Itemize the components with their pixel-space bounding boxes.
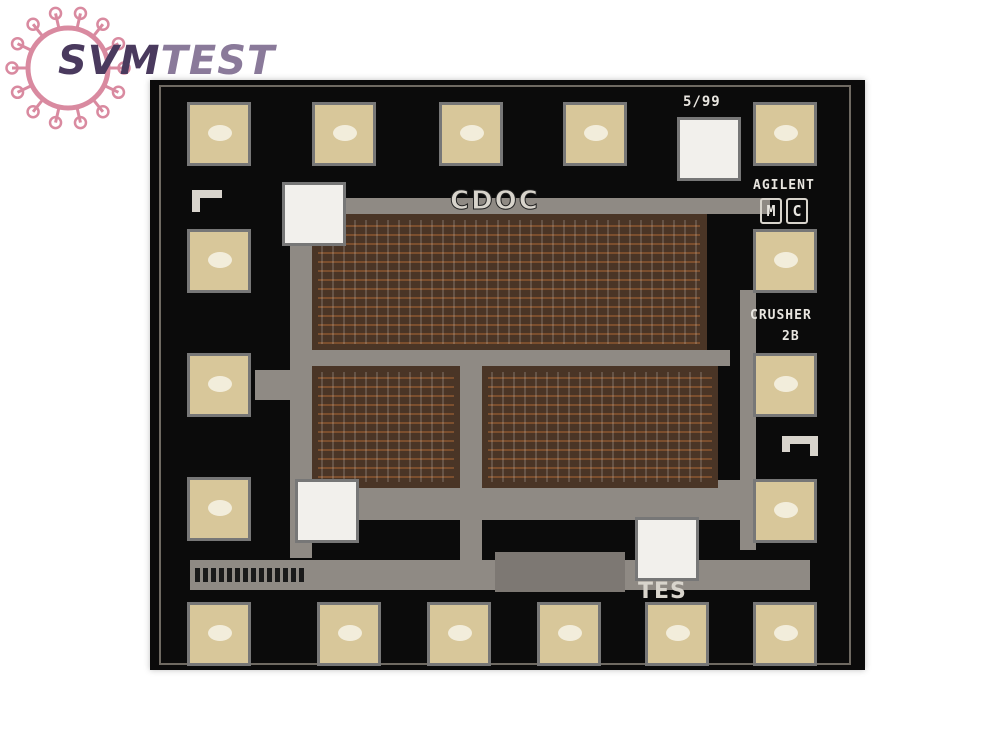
comb-slot <box>203 568 208 582</box>
bond-pads <box>187 102 817 666</box>
comb-slot <box>219 568 224 582</box>
logo-virus-mark <box>5 6 131 130</box>
logo-spike-tip <box>73 6 88 21</box>
logo-spike <box>16 42 31 52</box>
test-label: TES <box>638 579 687 604</box>
logo-spike <box>16 84 31 94</box>
bond-pad-highlight <box>460 125 484 141</box>
logo-spike <box>75 108 82 123</box>
logo-spike <box>93 99 105 113</box>
bond-pad-highlight <box>584 125 608 141</box>
bond-pad-highlight <box>774 502 798 518</box>
comb-slot <box>267 568 272 582</box>
logo-spike <box>31 23 43 37</box>
comb-slot <box>211 568 216 582</box>
logo-spike-tip <box>96 17 110 31</box>
bond-pad-highlight <box>774 125 798 141</box>
logo-ring <box>25 25 111 111</box>
bond-pad-highlight <box>333 125 357 141</box>
bond-pad-highlight <box>774 252 798 268</box>
bond-pad-highlight <box>338 625 362 641</box>
circuit-traces <box>318 220 712 482</box>
bond-pad <box>285 185 343 243</box>
block-label-cdoc: CDOC <box>450 186 540 217</box>
bond-pad-highlight <box>208 125 232 141</box>
logo-text-secondary: TEST <box>160 38 276 84</box>
logic-block-lower-right <box>482 366 718 488</box>
alignment-mark-right <box>782 436 818 456</box>
logo-text-primary: SVM <box>58 38 161 84</box>
bond-pad-highlight <box>448 625 472 641</box>
date-marking: 5/99 <box>683 94 721 110</box>
logo-spike-tip <box>117 61 131 75</box>
bottom-ruler-block <box>495 552 625 592</box>
chip-revision-marking: 2B <box>782 329 800 344</box>
logic-block-lower-left <box>312 366 460 488</box>
logo-spike <box>105 84 120 94</box>
comb-slot <box>259 568 264 582</box>
bond-pad-highlight <box>558 625 582 641</box>
die-border <box>159 85 851 665</box>
comb-slot <box>299 568 304 582</box>
logo-spike-tip <box>48 115 63 130</box>
logo-spike <box>54 13 61 28</box>
bond-pad-highlight <box>666 625 690 641</box>
bond-pad-highlight <box>208 252 232 268</box>
chip-name-marking: CRUSHER <box>750 308 812 323</box>
comb-slot <box>243 568 248 582</box>
alignment-mark-left <box>192 190 222 212</box>
logo-wordmark: SVMTEST <box>58 38 275 84</box>
bond-pad <box>680 120 738 178</box>
logo-spike-tip <box>5 61 19 75</box>
comb-slot <box>235 568 240 582</box>
logo-spike <box>105 42 120 52</box>
bond-pad <box>638 520 696 578</box>
logo-spike <box>31 99 43 113</box>
logo-spike-tip <box>48 6 63 21</box>
svmtest-logo: SVMTEST <box>0 0 290 140</box>
comb-slot <box>251 568 256 582</box>
comb-slot <box>275 568 280 582</box>
comb-slot <box>283 568 288 582</box>
bond-pad-highlight <box>774 625 798 641</box>
logo-spike <box>93 23 105 37</box>
comb-slot <box>195 568 200 582</box>
bond-pad-highlight <box>208 500 232 516</box>
vendor-marking: AGILENT <box>753 178 815 193</box>
logo-spike-tip <box>73 115 88 130</box>
mask-letter-c: C <box>786 198 808 224</box>
logo-spike-tip <box>96 105 110 119</box>
logo-spike-tip <box>10 36 25 51</box>
comb-slot <box>227 568 232 582</box>
comb-slot <box>291 568 296 582</box>
logo-spike <box>75 13 82 28</box>
logo-spike-tip <box>26 105 40 119</box>
logic-block-upper <box>312 214 707 350</box>
logo-spike-tip <box>26 17 40 31</box>
logo-spike-tip <box>10 85 25 100</box>
mask-letter-m: M <box>760 198 782 224</box>
bond-pad-highlight <box>774 376 798 392</box>
bond-pad <box>298 482 356 540</box>
logo-spike-tip <box>111 85 126 100</box>
logo-spike <box>54 108 61 123</box>
die-layout <box>159 85 851 666</box>
bond-pad-highlight <box>208 625 232 641</box>
bond-pad-highlight <box>208 376 232 392</box>
logo-spike-tip <box>111 36 126 51</box>
